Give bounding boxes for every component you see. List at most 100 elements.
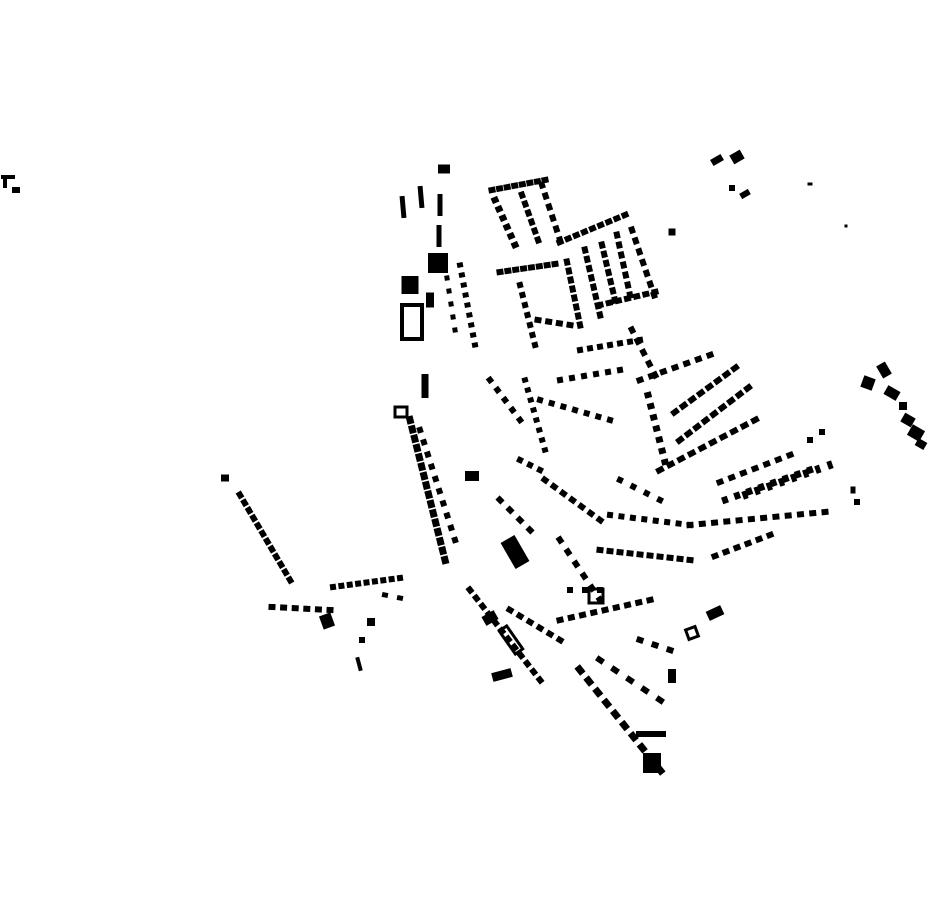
building (535, 465, 545, 475)
large-building (705, 605, 725, 621)
building (547, 399, 556, 408)
building (535, 675, 545, 685)
building (488, 186, 496, 194)
building (592, 370, 600, 378)
building (465, 311, 473, 319)
building (624, 280, 632, 290)
building (417, 461, 427, 472)
building (568, 284, 577, 294)
building (567, 275, 575, 285)
building (536, 396, 544, 404)
large-building (355, 656, 363, 672)
building (446, 288, 452, 294)
building (640, 685, 650, 695)
building (525, 525, 535, 535)
building (733, 491, 742, 501)
building (625, 675, 635, 685)
building (498, 213, 508, 223)
building (496, 268, 504, 276)
building (595, 515, 605, 525)
building (747, 515, 756, 523)
courtyard-building (587, 587, 605, 605)
large-building (500, 535, 530, 569)
building (530, 226, 539, 236)
building (615, 475, 625, 485)
building (465, 585, 475, 595)
building (416, 426, 424, 434)
building (615, 240, 623, 250)
building (650, 370, 660, 380)
building (443, 511, 451, 520)
building (616, 339, 624, 347)
building (502, 222, 512, 232)
building (642, 489, 651, 498)
building (551, 260, 559, 268)
building (563, 257, 571, 267)
building (555, 635, 565, 645)
building (606, 416, 614, 424)
building (267, 544, 277, 554)
building (450, 314, 456, 320)
large-building (729, 185, 735, 191)
building (568, 374, 576, 382)
building (448, 301, 454, 307)
building (460, 281, 468, 289)
building (407, 424, 417, 435)
building (534, 316, 542, 324)
building (258, 529, 268, 539)
building (291, 605, 299, 612)
building (428, 508, 438, 519)
building (544, 318, 553, 326)
building (636, 551, 644, 558)
large-building (367, 618, 375, 626)
building (646, 279, 655, 289)
building (505, 505, 515, 515)
large-building (906, 424, 926, 442)
large-building (481, 610, 499, 626)
building (730, 363, 740, 373)
building (314, 606, 323, 613)
building (588, 224, 597, 233)
large-building (819, 429, 825, 435)
building (598, 240, 606, 250)
large-building (1, 175, 15, 179)
large-building (710, 153, 724, 167)
large-building (12, 187, 20, 193)
building (571, 231, 581, 240)
building (540, 475, 550, 485)
building (538, 180, 546, 190)
building (606, 277, 615, 286)
building (545, 202, 554, 212)
building (606, 511, 614, 519)
building (578, 611, 587, 619)
building (646, 552, 654, 559)
building (686, 556, 694, 564)
building (757, 482, 766, 492)
large-building (417, 185, 425, 209)
large-building (883, 385, 901, 401)
building (396, 574, 404, 582)
building (826, 460, 834, 470)
large-building (668, 228, 676, 236)
building (531, 341, 539, 349)
building (555, 535, 565, 545)
building (609, 286, 617, 295)
building (555, 616, 565, 624)
building (721, 369, 732, 380)
building (772, 513, 780, 521)
building (518, 180, 527, 188)
building (565, 266, 573, 276)
building (676, 454, 687, 464)
building (806, 465, 814, 475)
building (739, 421, 750, 431)
building (655, 695, 665, 705)
building (738, 468, 748, 478)
building (388, 575, 395, 583)
building (503, 634, 513, 644)
large-building (643, 753, 661, 773)
building (329, 583, 337, 591)
building (759, 514, 768, 522)
building (728, 426, 739, 436)
building (563, 234, 573, 243)
building (698, 520, 707, 528)
